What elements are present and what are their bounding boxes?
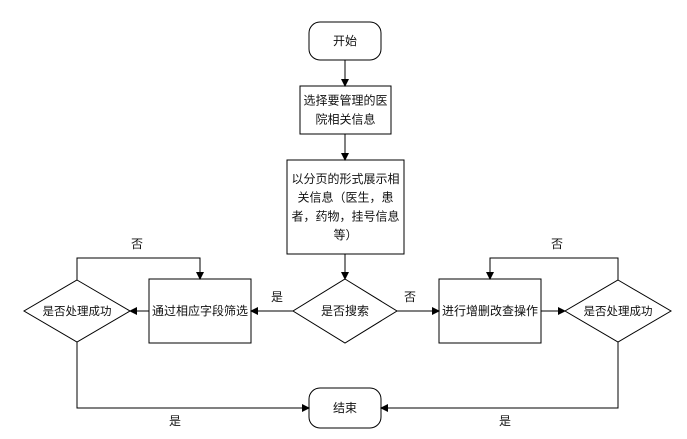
node-crud: 进行增删改查操作 xyxy=(438,278,542,344)
select-info-label-line: 院相关信息 xyxy=(315,111,375,126)
node-right-success-decision: 是否处理成功 xyxy=(564,279,672,343)
filter-shape xyxy=(148,278,252,344)
edge-label-search-no: 否 xyxy=(404,290,416,304)
edge-label-left-done-yes: 是 xyxy=(169,414,181,428)
node-search-decision: 是否搜索 xyxy=(292,278,398,344)
end-label-line: 结束 xyxy=(333,401,357,415)
filter-label-line: 通过相应字段筛选 xyxy=(152,303,248,318)
select-info-label-line: 选择要管理的医 xyxy=(303,93,387,108)
node-display-info: 以分页的形式展示相关信息（医生，患者，药物，挂号信息等） xyxy=(286,159,405,255)
edge-right-decision-to-end xyxy=(380,342,619,412)
display-info-label: 以分页的形式展示相关信息（医生，患者，药物，挂号信息等） xyxy=(291,171,399,242)
display-info-label-line: 关信息（医生，患 xyxy=(297,190,393,205)
search-decision-label-line: 是否搜索 xyxy=(321,303,369,318)
start-label-line: 开始 xyxy=(333,34,357,48)
crud-shape xyxy=(438,278,542,344)
left-success-decision-label: 是否处理成功 xyxy=(43,304,112,318)
node-select-info: 选择要管理的医院相关信息 xyxy=(299,85,392,135)
end-label: 结束 xyxy=(333,401,357,415)
select-info-shape xyxy=(299,85,392,135)
start-label: 开始 xyxy=(333,34,357,48)
search-decision-shape xyxy=(292,278,398,344)
edge-right-decision-retry xyxy=(486,257,619,280)
node-start: 开始 xyxy=(308,21,382,61)
edge-left-decision-to-end xyxy=(76,342,310,412)
filter-label: 通过相应字段筛选 xyxy=(152,303,248,318)
node-left-success-decision: 是否处理成功 xyxy=(23,279,131,343)
left-success-decision-label-line: 是否处理成功 xyxy=(43,304,112,318)
node-filter: 通过相应字段筛选 xyxy=(148,278,252,344)
crud-label-line: 进行增删改查操作 xyxy=(442,303,538,318)
right-success-decision-label: 是否处理成功 xyxy=(584,304,653,318)
edge-label-right-done-yes: 是 xyxy=(499,414,511,428)
node-end: 结束 xyxy=(308,387,382,429)
crud-label: 进行增删改查操作 xyxy=(442,303,538,318)
display-info-label-line: 者，药物，挂号信息 xyxy=(291,208,399,223)
display-info-shape xyxy=(286,159,405,255)
edges xyxy=(76,60,619,412)
edge-label-left-retry-no: 否 xyxy=(131,237,143,251)
edge-label-right-retry-no: 否 xyxy=(551,237,563,251)
search-decision-label: 是否搜索 xyxy=(321,303,369,318)
display-info-label-line: 以分页的形式展示相 xyxy=(291,171,399,186)
select-info-label: 选择要管理的医院相关信息 xyxy=(303,93,387,127)
edge-left-decision-retry xyxy=(76,257,204,280)
edge-label-search-yes: 是 xyxy=(271,290,283,304)
right-success-decision-label-line: 是否处理成功 xyxy=(584,304,653,318)
display-info-label-line: 等） xyxy=(333,228,357,242)
